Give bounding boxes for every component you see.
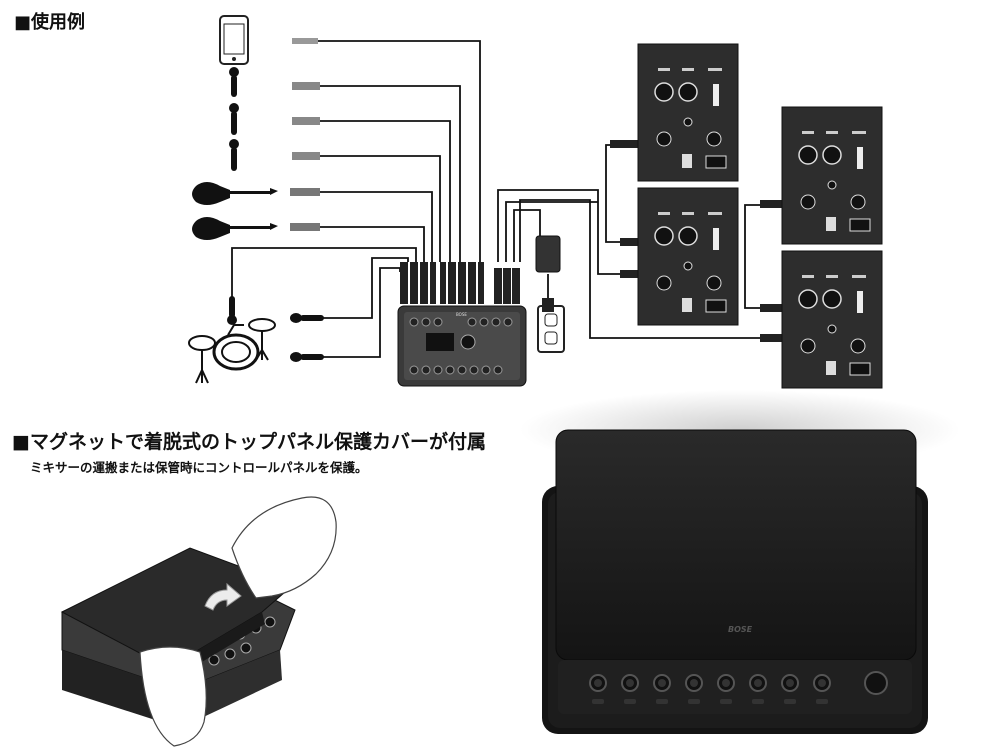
section-cover-subtitle: ミキサーの運搬または保管時にコントロールパネルを保護。 bbox=[30, 460, 368, 475]
speaker-back-panel-icon bbox=[781, 106, 883, 245]
section-cover-title: ■マグネットで着脱式のトップパネル保護カバーが付属 bbox=[12, 431, 486, 453]
speaker-back-panel-icon bbox=[781, 250, 883, 389]
mixer-brand-label: BOSE bbox=[456, 312, 467, 317]
lift-arrow-icon bbox=[204, 582, 242, 611]
cover-brand-label: BOSE bbox=[728, 625, 753, 634]
speaker-back-panel-icon bbox=[637, 43, 739, 182]
section-usage-title: ■使用例 bbox=[14, 12, 86, 33]
mixer-with-cover: BOSE bbox=[520, 390, 960, 734]
drum-kit-icon bbox=[188, 318, 276, 384]
guitar-icon bbox=[192, 182, 278, 240]
mixer-icon: BOSE bbox=[397, 305, 527, 387]
cover-removal-illustration bbox=[60, 496, 337, 747]
wall-outlet-icon bbox=[537, 298, 565, 353]
cable-plugs bbox=[290, 38, 790, 342]
hand-icon bbox=[139, 646, 207, 747]
power-adapter-icon bbox=[535, 235, 561, 273]
microphone-icon bbox=[227, 67, 324, 362]
phone-icon bbox=[219, 15, 249, 65]
speaker-back-panel-icon bbox=[637, 187, 739, 326]
hand-icon bbox=[231, 496, 337, 599]
